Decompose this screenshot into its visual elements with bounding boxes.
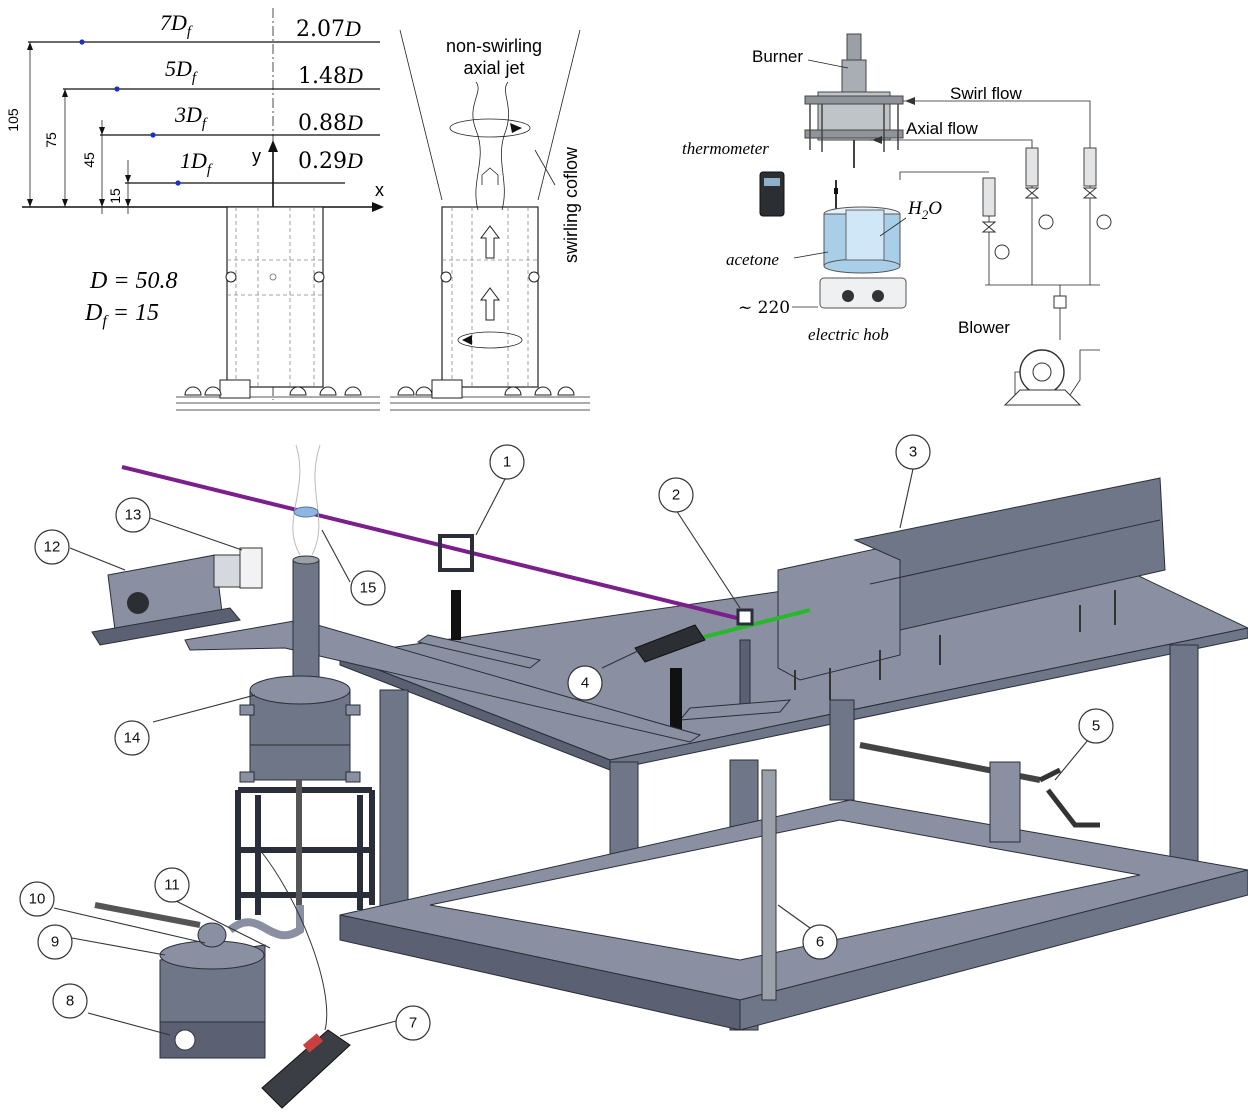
svg-text:11: 11 xyxy=(164,877,180,894)
axis-x-label: x xyxy=(375,180,384,200)
panel-b-schematic: Burner Swirl flow Axial flow Blowe xyxy=(682,33,1112,406)
svg-text:13: 13 xyxy=(125,507,142,524)
coflow-label: swirling coflow xyxy=(561,146,581,263)
station-label-7: 7Df xyxy=(160,10,193,40)
callout-3: 3 xyxy=(895,434,931,470)
axial-flow-label: Axial flow xyxy=(906,119,979,138)
svg-text:3: 3 xyxy=(909,444,917,461)
station-label-5: 5Df xyxy=(165,56,198,86)
jet-label-line1: non-swirling xyxy=(446,36,542,56)
eq-Df: Df = 15 xyxy=(84,300,159,330)
callout-6: 6 xyxy=(802,924,838,960)
station-value-7: 2.07D xyxy=(296,16,361,42)
blower-label: Blower xyxy=(958,318,1010,337)
dim-75: 75 xyxy=(43,132,59,148)
svg-text:8: 8 xyxy=(66,993,74,1010)
callout-10: 10 xyxy=(19,881,55,917)
hob-label: electric hob xyxy=(808,325,889,344)
dim-15: 15 xyxy=(107,188,123,204)
dim-105: 105 xyxy=(5,108,21,132)
svg-text:12: 12 xyxy=(44,539,61,556)
eq-D: D = 50.8 xyxy=(89,268,178,294)
jet-label-line2: axial jet xyxy=(463,58,524,78)
burner-label: Burner xyxy=(752,47,803,66)
swirl-flow-label: Swirl flow xyxy=(950,84,1023,103)
svg-text:2: 2 xyxy=(672,487,680,504)
svg-text:14: 14 xyxy=(124,730,141,747)
acetone-label: acetone xyxy=(726,250,779,269)
callout-13: 13 xyxy=(115,497,151,533)
callout-8: 8 xyxy=(52,983,88,1019)
callout-9: 9 xyxy=(37,924,73,960)
h2o-label: H2O xyxy=(907,198,942,222)
voltage-label: ~ 220 xyxy=(738,298,790,318)
station-value-1: 0.29D xyxy=(298,148,363,174)
thermometer-label: thermometer xyxy=(682,139,769,158)
svg-text:9: 9 xyxy=(51,934,59,951)
station-value-5: 1.48D xyxy=(298,63,363,89)
callout-2: 2 xyxy=(658,477,694,513)
axis-y-label: y xyxy=(252,146,261,166)
svg-text:6: 6 xyxy=(816,934,824,951)
callout-11: 11 xyxy=(154,867,190,903)
svg-text:15: 15 xyxy=(360,580,377,597)
callout-4: 4 xyxy=(567,665,603,701)
panel-c-rig: 1 2 3 4 5 6 7 8 9 10 11 12 13 14 15 xyxy=(19,434,1248,1109)
station-label-3: 3Df xyxy=(174,102,208,132)
dim-45: 45 xyxy=(81,152,97,168)
svg-text:7: 7 xyxy=(409,1015,417,1032)
svg-text:1: 1 xyxy=(503,454,511,471)
callout-14: 14 xyxy=(114,720,150,756)
callout-1: 1 xyxy=(489,444,525,480)
station-value-3: 0.88D xyxy=(298,110,363,136)
callout-7: 7 xyxy=(395,1005,431,1041)
callout-12: 12 xyxy=(34,529,70,565)
svg-text:5: 5 xyxy=(1092,718,1100,735)
callout-15: 15 xyxy=(350,570,386,606)
callout-5: 5 xyxy=(1078,708,1114,744)
svg-text:4: 4 xyxy=(581,675,589,692)
svg-text:10: 10 xyxy=(29,891,46,908)
station-label-1: 1Df xyxy=(180,148,213,178)
panel-a-geometry: 7Df 5Df 3Df 1Df 2.07D 1.48D 0.88D 0.29D … xyxy=(5,8,590,411)
